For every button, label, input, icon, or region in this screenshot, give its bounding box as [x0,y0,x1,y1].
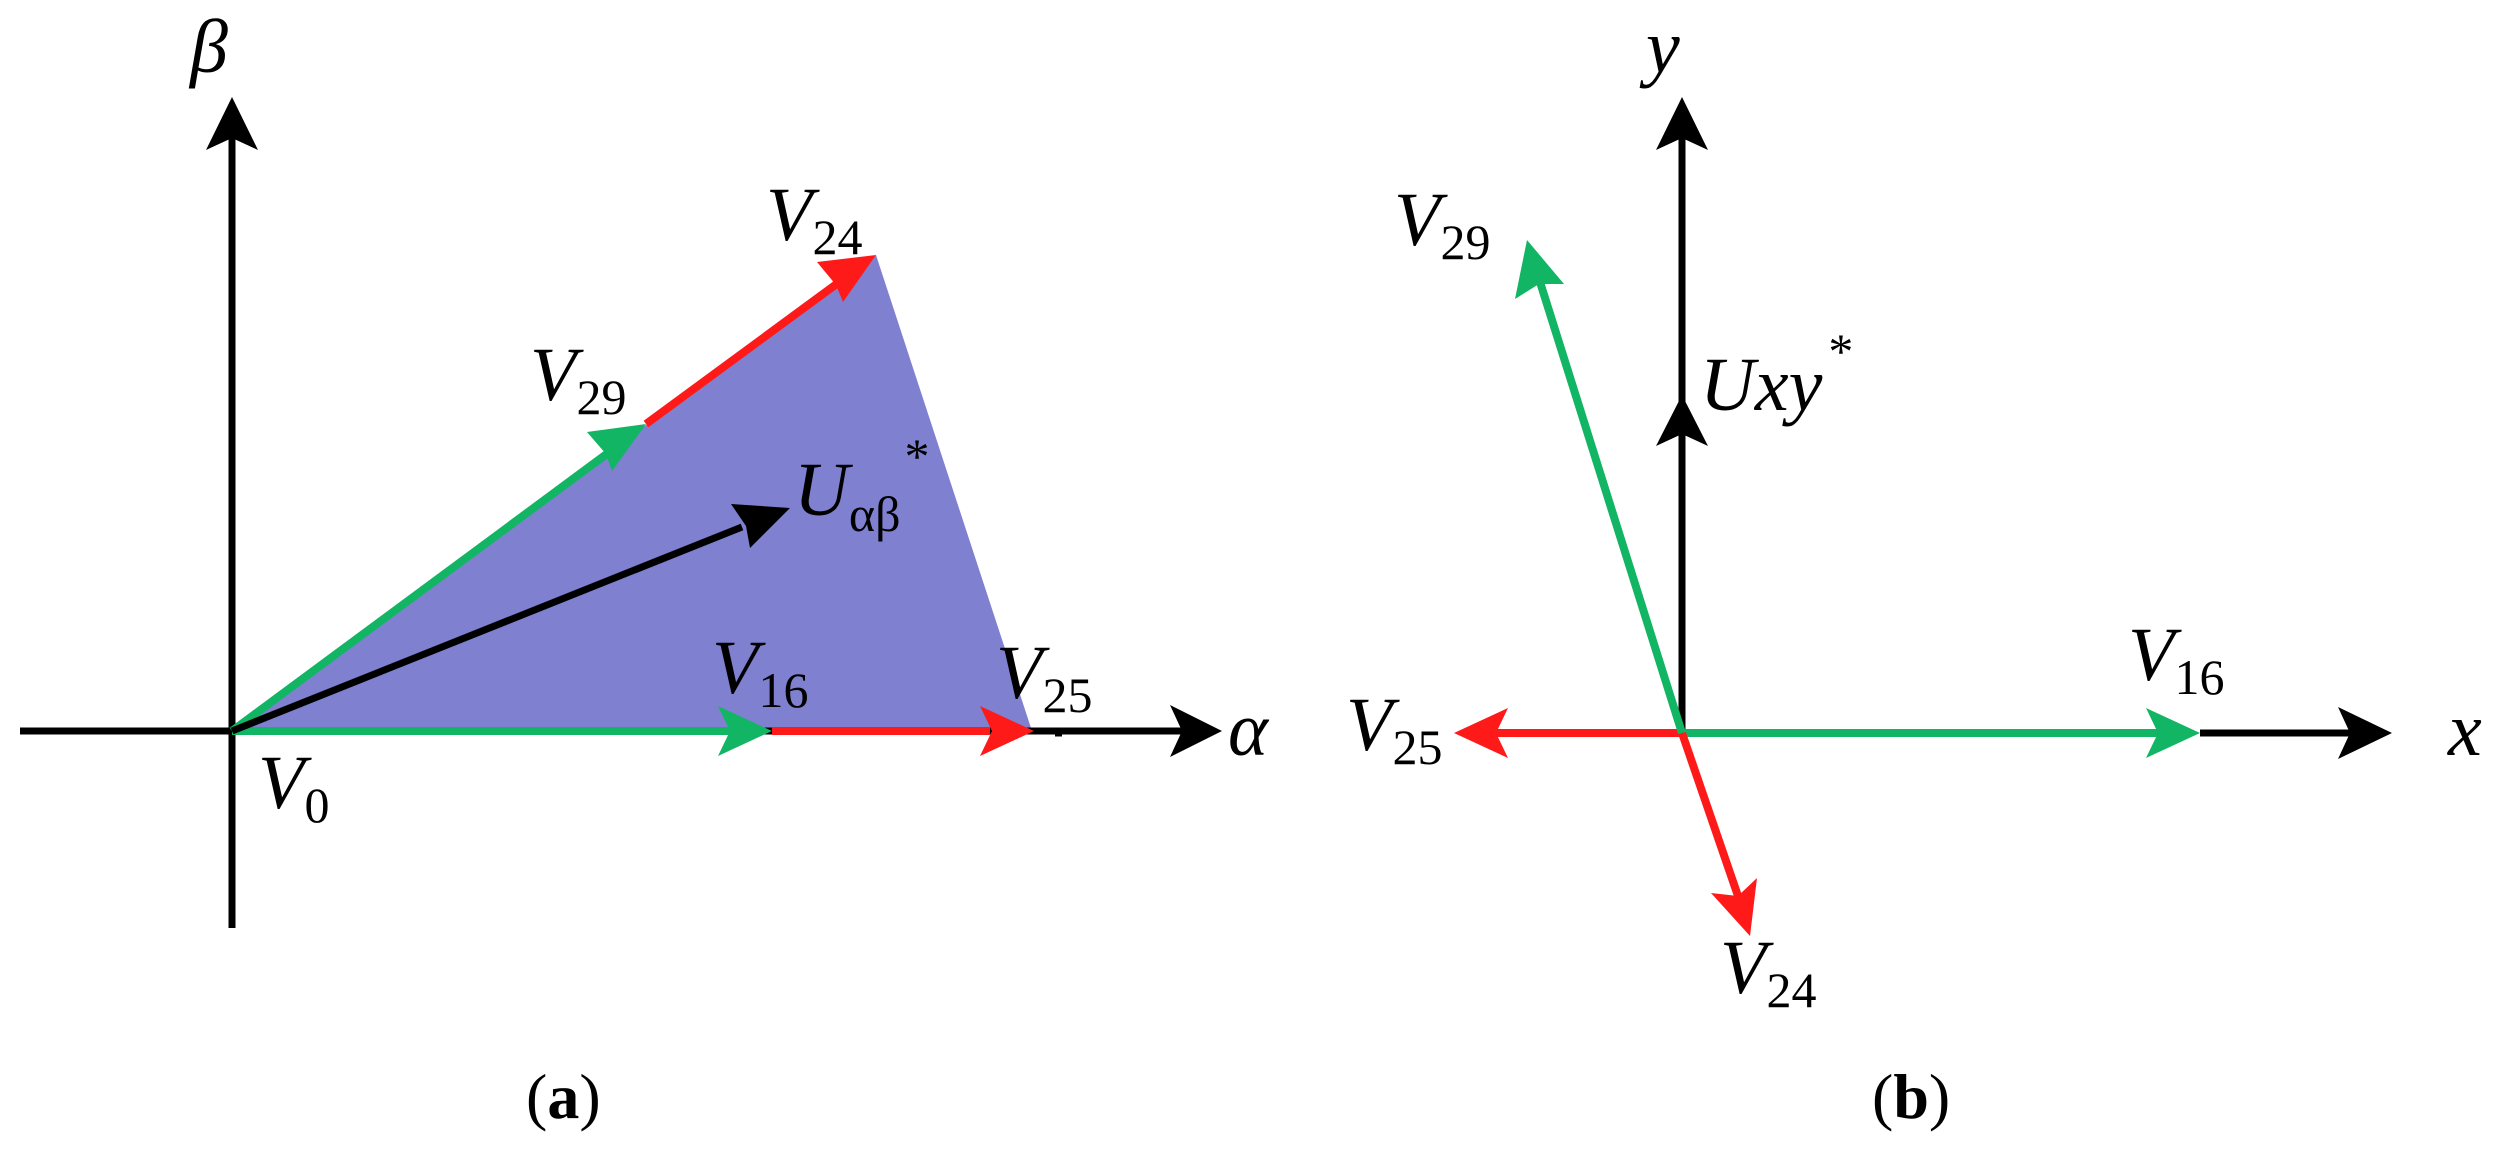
y-axis-label: y [1639,5,1680,89]
v0-label-a: V0 [258,741,329,833]
alpha-axis-arrowhead [1170,705,1222,757]
alpha-axis-label: α [1228,688,1270,772]
v24-vector-arrowhead-b [1711,878,1757,936]
uxy-vector-arrowhead [1656,395,1708,446]
v24-vector-arrowhead [817,255,876,302]
v25-label-b: V25 [1346,683,1442,775]
u-alphabeta-vector-line [230,523,744,735]
v29-vector-line [229,446,615,735]
v24-vector-line-b [1678,731,1742,898]
u-alphabeta-label: Uαβ* [794,428,930,542]
v24-label-a: V24 [766,173,862,265]
u-alphabeta-vector-arrowhead [731,504,790,548]
uxy-label: Uxy* [1700,323,1853,427]
v29-vector-line-b [1536,280,1686,735]
v16-label-a: V16 [712,626,808,718]
v29-label-a: V29 [530,333,626,425]
v25-vector-arrowhead [980,706,1034,756]
v16-label-b: V16 [2128,613,2224,705]
beta-axis-arrowhead [206,97,258,150]
v24-vector-line [643,276,845,428]
v16-vector-arrowhead [718,706,772,756]
caption-b: (b) [1872,1061,1950,1132]
y-axis-arrowhead [1656,97,1708,150]
v29-label-b: V29 [1394,178,1490,270]
caption-a: (a) [526,1061,601,1132]
v16-vector-arrowhead-b [2146,708,2200,758]
panel-b: y x V29 Uxy* V16 V25 V24 (b) [1055,5,2482,1132]
v24-label-b: V24 [1720,926,1816,1018]
x-axis-label: x [2447,688,2482,772]
v25-vector-arrowhead-b [1454,708,1508,758]
x-axis-arrowhead [2338,707,2392,759]
panel-a: β α V24 V29 Uαβ* V16 V25 V0 (a) [20,5,1270,1132]
v29-vector-arrowhead [587,424,646,471]
vector-sector-shading [232,255,1032,731]
v29-vector-arrowhead-b [1515,240,1564,299]
beta-axis-label: β [188,5,228,89]
v25-label-a: V25 [996,631,1092,723]
